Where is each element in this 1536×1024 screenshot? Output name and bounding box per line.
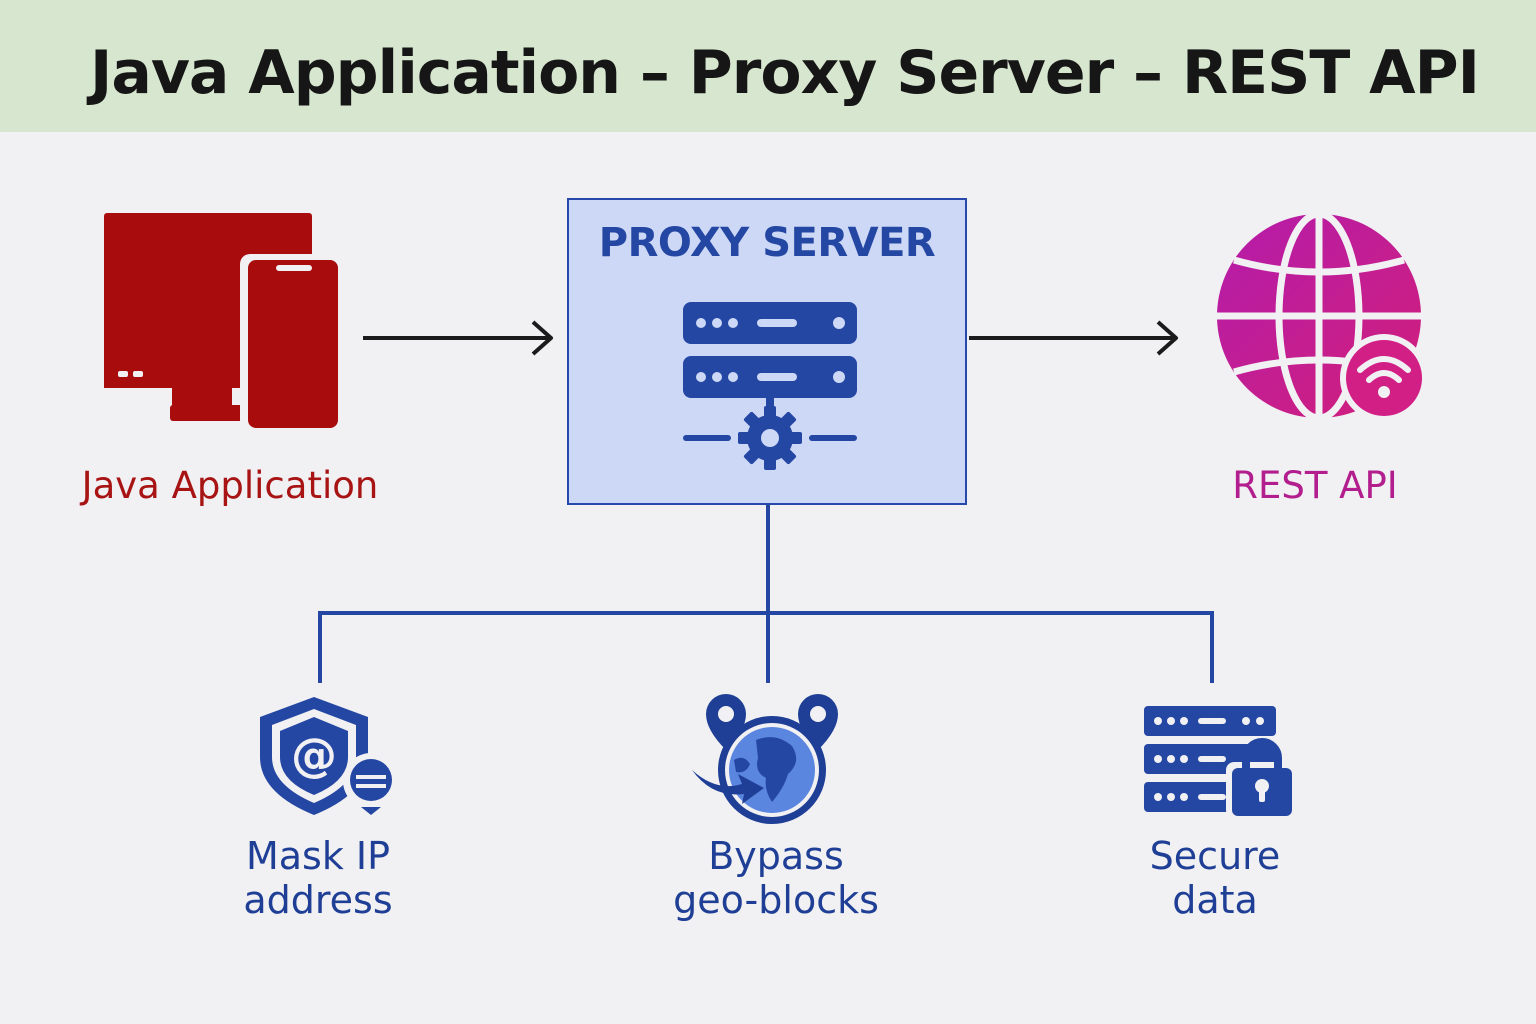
desktop-and-phone-icon	[104, 213, 344, 430]
svg-text:@: @	[291, 728, 337, 782]
feature-label-line1: Mask IP	[245, 834, 391, 878]
java-application-label: Java Application	[81, 464, 379, 507]
page-title: Java Application – Proxy Server – REST A…	[90, 38, 1480, 108]
feature-secure-data-label: Secure data	[1075, 834, 1355, 922]
feature-label-line2: data	[1172, 878, 1258, 922]
feature-mask-ip-label: Mask IP address	[178, 834, 458, 922]
globe-wifi-icon	[1217, 214, 1428, 422]
feature-label-line2: geo-blocks	[673, 878, 879, 922]
feature-tree-connector	[318, 505, 1214, 683]
globe-location-icon	[692, 694, 838, 824]
feature-bypass-label: Bypass geo-blocks	[636, 834, 916, 922]
feature-label-line1: Bypass	[708, 834, 844, 878]
proxy-server-box: PROXY SERVER	[567, 198, 967, 505]
header-banner: Java Application – Proxy Server – REST A…	[0, 0, 1536, 132]
shield-at-icon: @	[260, 697, 398, 815]
feature-label-line1: Secure	[1149, 834, 1281, 878]
arrow-proxy-to-api	[969, 320, 1178, 356]
server-lock-icon	[1144, 706, 1298, 818]
arrow-app-to-proxy	[363, 320, 553, 356]
feature-label-line2: address	[243, 878, 393, 922]
server-gear-icon	[683, 302, 857, 470]
proxy-server-title: PROXY SERVER	[598, 220, 936, 266]
rest-api-label: REST API	[1232, 464, 1398, 507]
